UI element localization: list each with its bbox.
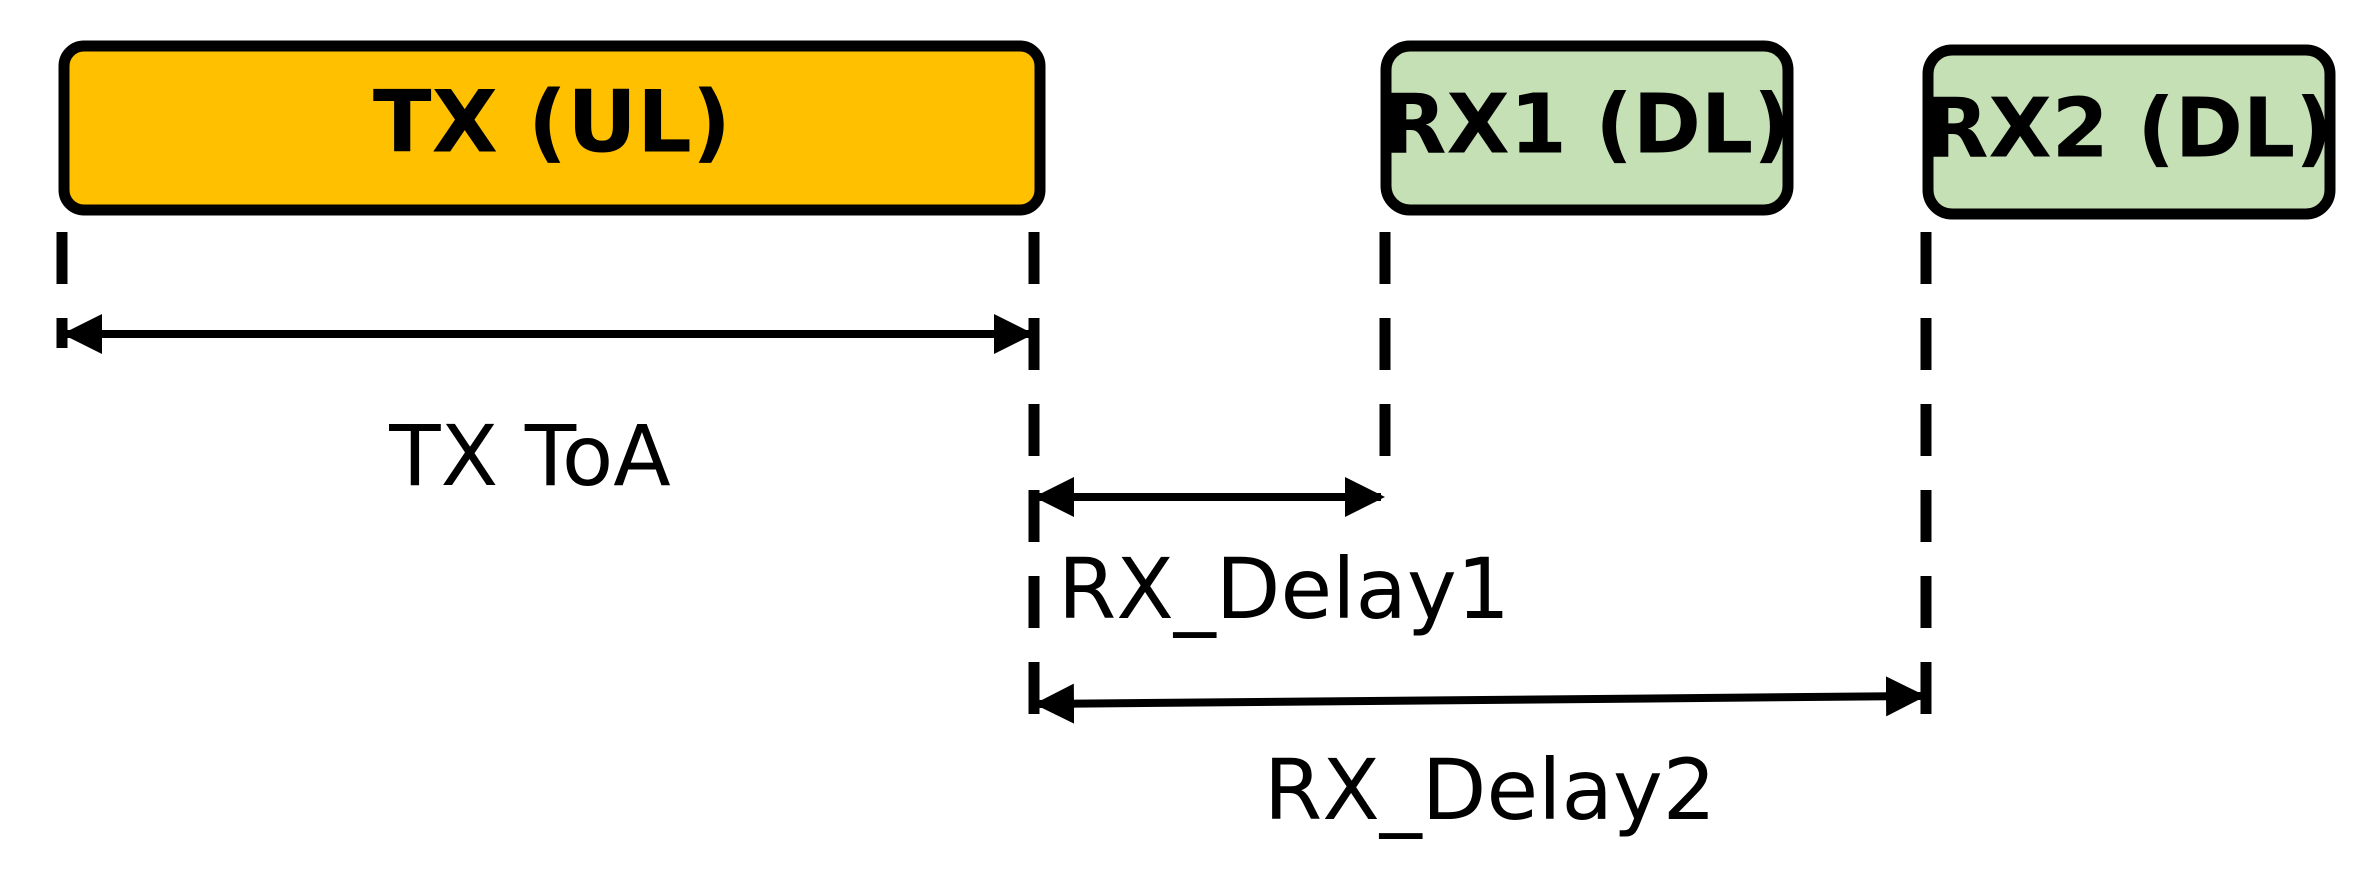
- rx2-dl-box-shape: [1922, 44, 2336, 220]
- rx2-dl-label: RX2 (DL): [1925, 81, 2332, 176]
- tx-ul-box-shape: [58, 40, 1046, 216]
- tx-toa-label: TX ToA: [388, 407, 670, 505]
- rx1-dl-box-shape: [1380, 40, 1794, 216]
- rx2-dl-box: RX2 (DL): [1922, 44, 2336, 220]
- tx-ul-box: TX (UL): [58, 40, 1046, 216]
- rx-delay2-arrow: [1034, 676, 1926, 724]
- rx-delay1-label: RX_Delay1: [1058, 540, 1510, 638]
- tx-ul-label: TX (UL): [373, 72, 731, 172]
- rx1-dl-box: RX1 (DL): [1380, 40, 1794, 216]
- rx-delay2-label: RX_Delay2: [1264, 741, 1716, 839]
- rx1-dl-label: RX1 (DL): [1383, 77, 1790, 172]
